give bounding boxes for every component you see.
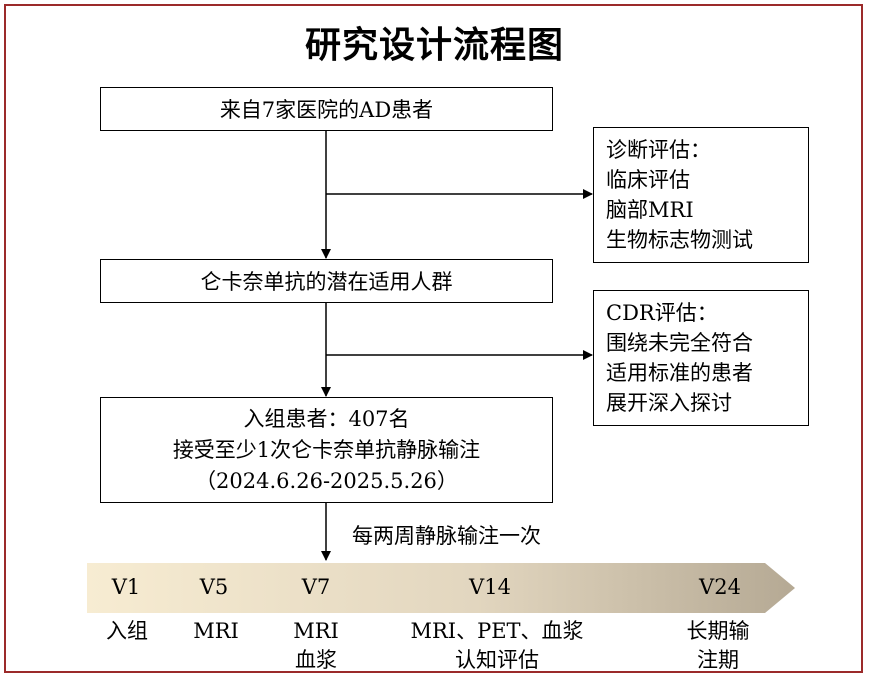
timeline-arrow	[87, 563, 795, 613]
diagnosis-line: 生物标志物测试	[606, 228, 753, 252]
enrolled-count-text: 入组患者：407名	[243, 406, 410, 431]
activity-v14: MRI、PET、血浆 认知评估	[410, 617, 583, 675]
activity-line: 长期输	[686, 619, 750, 643]
activity-line: MRI	[293, 619, 339, 643]
cdr-line: CDR评估：	[606, 301, 718, 325]
cdr-line: 展开深入探讨	[606, 391, 732, 415]
diagnosis-line: 临床评估	[606, 168, 690, 192]
visit-v24: V24	[699, 575, 741, 599]
activity-v7: MRI 血浆	[293, 617, 339, 675]
diagram-title: 研究设计流程图	[304, 25, 564, 66]
diagnosis-line: 诊断评估：	[606, 138, 711, 162]
activity-line: 入组	[106, 619, 148, 643]
activity-line: 认知评估	[454, 648, 539, 672]
cdr-line: 围绕未完全符合	[606, 331, 753, 355]
cdr-line: 适用标准的患者	[606, 361, 753, 385]
source-text: 来自7家医院的AD患者	[219, 98, 434, 122]
visit-v1: V1	[111, 575, 141, 599]
enrolled-treatment-text: 接受至少1次仑卡奈单抗静脉输注	[172, 437, 481, 462]
diagnosis-line: 脑部MRI	[606, 198, 694, 222]
population-text: 仑卡奈单抗的潜在适用人群	[200, 270, 453, 294]
enrolled-box: 入组患者：407名 接受至少1次仑卡奈单抗静脉输注 （2024.6.26-202…	[100, 397, 553, 503]
visit-v5: V5	[199, 575, 229, 599]
population-box: 仑卡奈单抗的潜在适用人群	[100, 259, 553, 303]
enrolled-date-range-text: （2024.6.26-2025.5.26）	[195, 468, 458, 493]
activity-line: 血浆	[294, 648, 337, 672]
activity-v5: MRI	[193, 617, 239, 646]
activity-line: MRI、PET、血浆	[410, 619, 584, 643]
source-box: 来自7家医院的AD患者	[100, 87, 553, 131]
cdr-box: CDR评估： 围绕未完全符合 适用标准的患者 展开深入探讨	[593, 290, 809, 426]
visit-v14: V14	[469, 575, 511, 599]
activity-v1: 入组	[106, 617, 148, 646]
infusion-frequency-label: 每两周静脉输注一次	[352, 524, 541, 548]
activity-line: 注期	[697, 648, 739, 672]
diagnosis-box: 诊断评估： 临床评估 脑部MRI 生物标志物测试	[593, 127, 809, 263]
visit-v7: V7	[301, 575, 331, 599]
activity-v24: 长期输 注期	[687, 617, 750, 675]
activity-line: MRI	[193, 619, 239, 643]
